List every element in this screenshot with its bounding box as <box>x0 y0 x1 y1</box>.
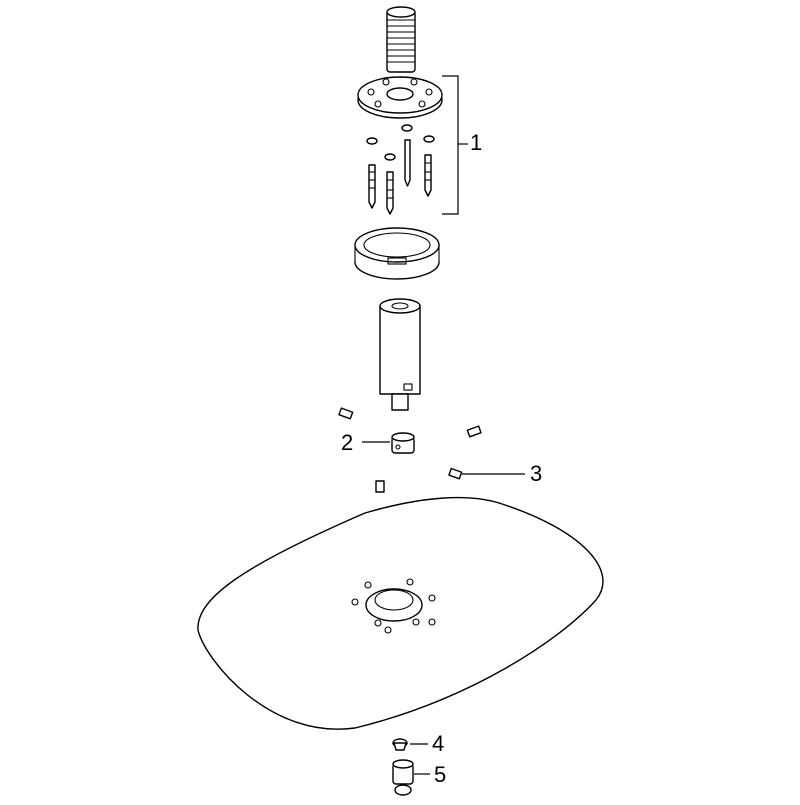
grub-screws <box>338 407 482 493</box>
cover-rosette <box>354 227 440 280</box>
mounting-flange <box>357 76 443 119</box>
callout-1-bracket <box>442 75 468 215</box>
screws-and-plugs <box>366 124 435 215</box>
item-5-part <box>392 759 430 796</box>
callout-5: 5 <box>434 762 447 787</box>
adapter-nut <box>362 432 415 454</box>
shower-plate <box>197 496 604 730</box>
threaded-nipple <box>386 6 416 73</box>
extension-pipe <box>379 298 421 411</box>
callout-4: 4 <box>432 731 445 756</box>
callout-2: 2 <box>341 430 354 455</box>
item-4-part <box>392 738 428 751</box>
callout-3: 3 <box>530 461 543 486</box>
callout-1: 1 <box>470 130 483 155</box>
